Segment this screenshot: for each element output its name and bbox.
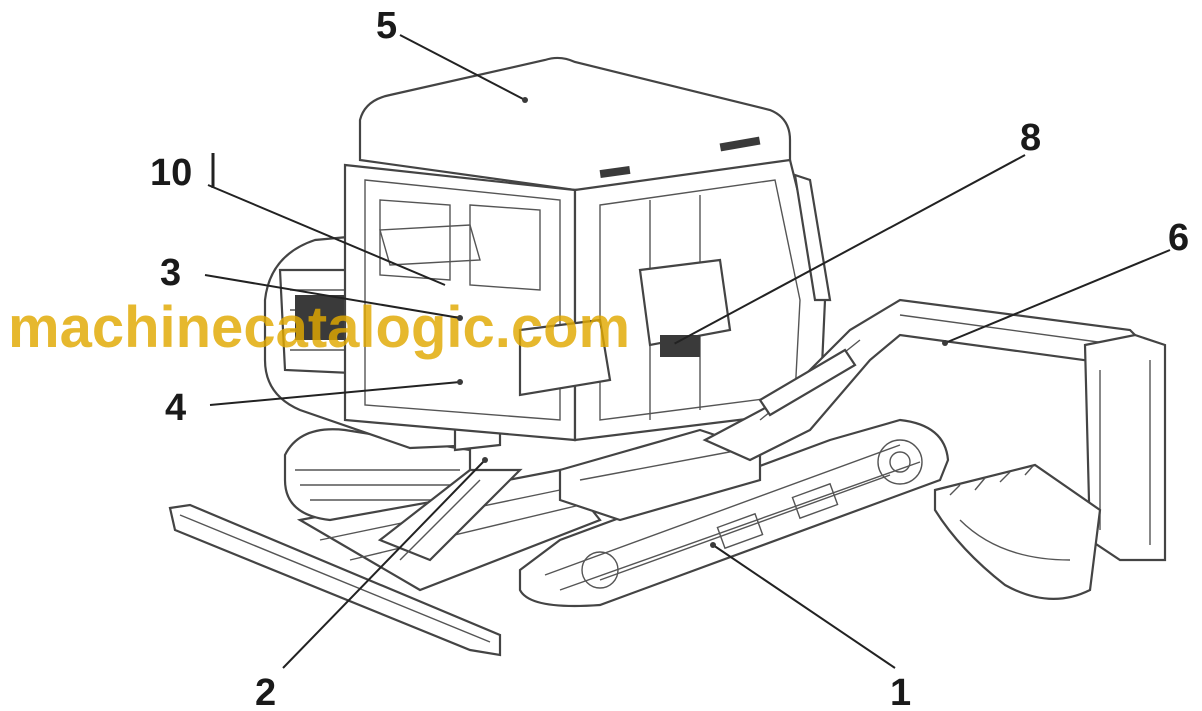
leader-lines [204, 34, 1171, 669]
watermark: machinecatalogic.com [8, 295, 630, 360]
callout-5: 5 [376, 5, 397, 47]
leader-dot-4 [457, 379, 463, 385]
undercarriage-track [518, 418, 950, 608]
operator-seat [379, 224, 732, 397]
callout-1: 1 [890, 672, 911, 711]
callout-2: 2 [255, 672, 276, 711]
leader-dot-6 [942, 340, 948, 346]
leader-line-2 [282, 459, 486, 669]
leader-dot-5 [522, 97, 528, 103]
leader-line-5 [399, 34, 526, 101]
callout-8: 8 [1020, 117, 1041, 159]
leader-line-8 [671, 154, 1026, 346]
callout-3: 3 [160, 252, 181, 294]
leader-dot-8 [669, 342, 675, 348]
leader-dot-3 [457, 315, 463, 321]
swing-bracket [558, 428, 762, 522]
dozer-arms [377, 468, 523, 562]
leader-line-3 [204, 274, 461, 319]
rear-track [283, 428, 472, 522]
callout-6: 6 [1168, 217, 1189, 259]
leader-dots [457, 97, 948, 548]
leader-line-6 [944, 249, 1171, 344]
leader-dot-1 [710, 542, 716, 548]
leader-line-4 [209, 381, 461, 406]
callout-10: 10 [150, 152, 192, 194]
callout-4: 4 [165, 387, 186, 429]
bucket [933, 463, 1102, 600]
leader-dot-2 [482, 457, 488, 463]
leader-line-1 [712, 544, 896, 669]
leader-line-10 [207, 184, 446, 286]
